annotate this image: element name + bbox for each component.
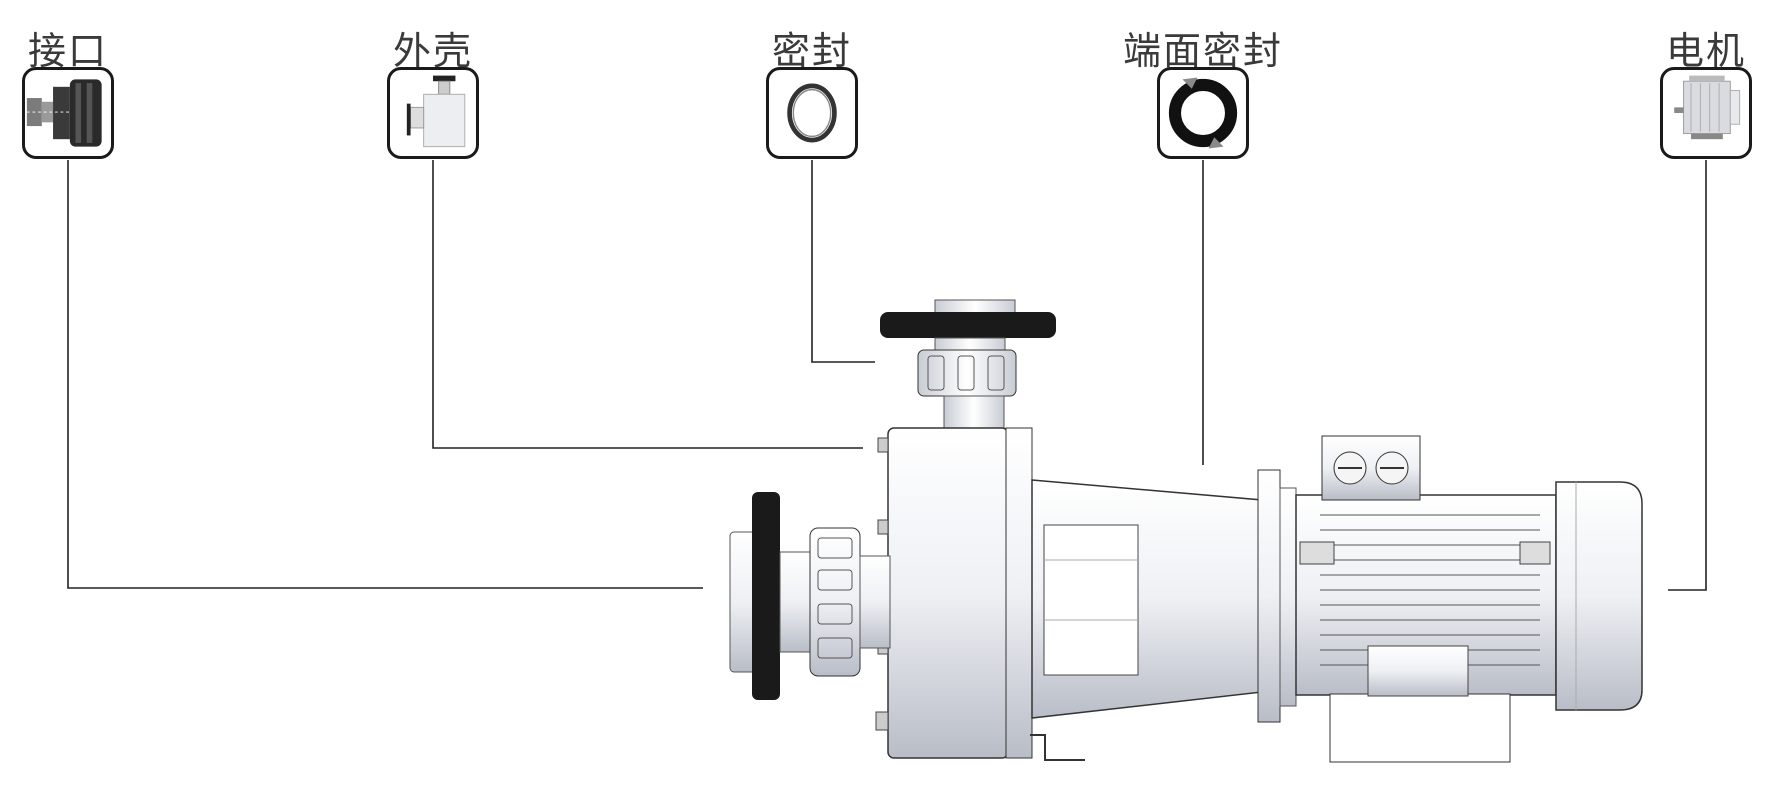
label-seal: 密封 (771, 29, 853, 73)
label-housing: 外壳 (392, 29, 474, 73)
label-mechanical-seal: 端面密封 (1122, 29, 1284, 73)
seal-bracket (1031, 469, 1297, 723)
leader-seal (811, 160, 875, 363)
mechanical-seal-icon (1157, 67, 1249, 159)
leader-housing (432, 160, 863, 449)
connector-icon (22, 67, 114, 159)
outlet-union-nut (917, 349, 1017, 431)
label-motor: 电机 (1665, 29, 1747, 73)
pump-housing (875, 427, 1085, 761)
electric-motor (1295, 435, 1643, 763)
seal-ring-icon (766, 67, 858, 159)
leader-connector (67, 160, 703, 589)
inlet-connector (729, 492, 891, 700)
motor-icon (1660, 67, 1752, 159)
outlet-flange (880, 299, 1056, 353)
leader-motor (1668, 160, 1707, 591)
housing-icon (387, 67, 479, 159)
label-connector: 接口 (27, 29, 109, 73)
